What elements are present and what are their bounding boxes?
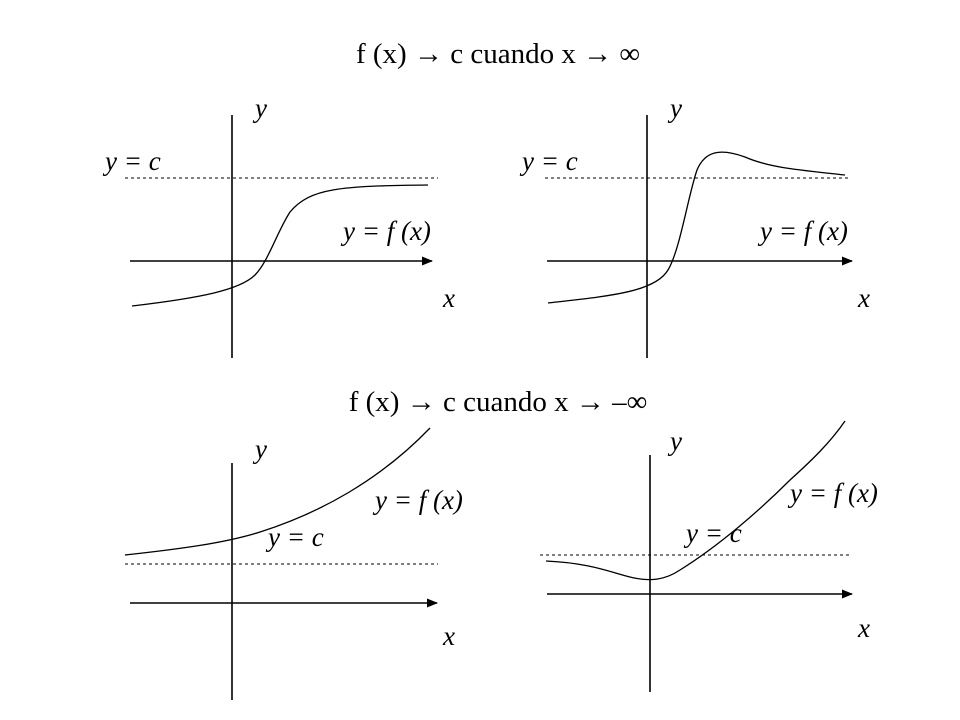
curve-label: y = f (x) xyxy=(340,216,431,246)
asymptote-label: y = c xyxy=(265,522,324,552)
curve-label: y = f (x) xyxy=(757,216,848,246)
graph-bottom-left: y x y = c y = f (x) xyxy=(124,427,463,700)
graph-bottom-right: y x y = c y = f (x) xyxy=(540,420,878,692)
function-curve xyxy=(547,151,846,304)
y-axis-label: y xyxy=(667,426,682,456)
y-axis-label: y xyxy=(252,434,267,464)
asymptote-label: y = c xyxy=(102,146,161,176)
x-axis-label: x xyxy=(442,621,455,651)
y-axis-label: y xyxy=(252,93,267,123)
graph-top-right: y x y = c y = f (x) xyxy=(519,93,870,358)
y-axis-label: y xyxy=(667,93,682,123)
title-limit-plus-infinity: f (x) → c cuando x → ∞ xyxy=(356,38,640,70)
curve-label: y = f (x) xyxy=(787,478,878,508)
function-curve xyxy=(124,427,431,556)
function-curve xyxy=(131,184,429,307)
curve-label: y = f (x) xyxy=(372,485,463,515)
graph-top-left: y x y = c y = f (x) xyxy=(102,93,455,358)
asymptote-label: y = c xyxy=(519,146,578,176)
title-limit-minus-infinity: f (x) → c cuando x → –∞ xyxy=(349,386,648,418)
x-axis-label: x xyxy=(857,283,870,313)
function-curve xyxy=(545,420,846,581)
x-axis-label: x xyxy=(857,613,870,643)
asymptote-label: y = c xyxy=(683,518,742,548)
x-axis-label: x xyxy=(442,283,455,313)
